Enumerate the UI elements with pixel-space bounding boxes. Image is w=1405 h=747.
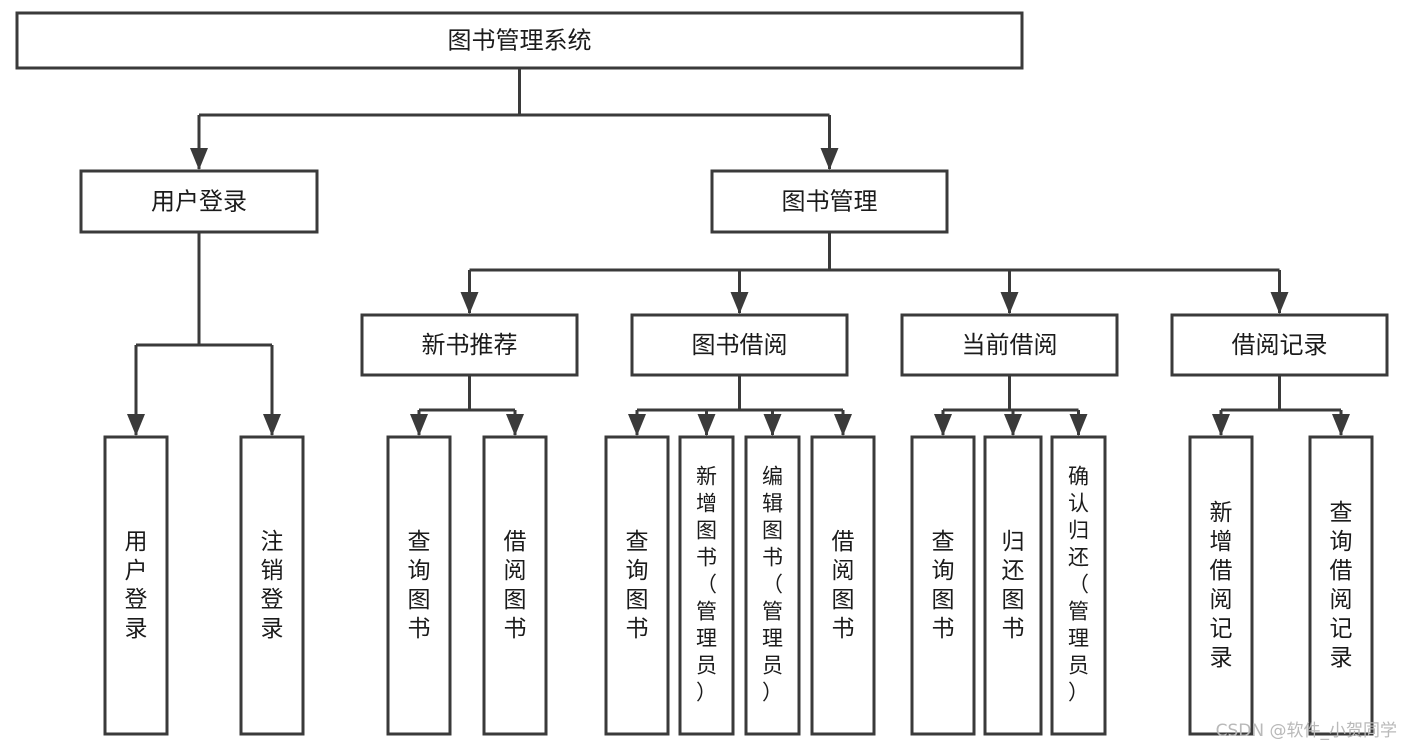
- leaf-box-rect: [239, 435, 305, 736]
- node-label: 查询图书: [408, 529, 431, 642]
- node-label: 新增借阅记录: [1210, 500, 1233, 671]
- root-box-rect: [15, 11, 1024, 70]
- level3-box-rect: [900, 313, 1119, 377]
- connectors-layer: [127, 68, 1350, 436]
- node-label: 归还图书: [1002, 529, 1025, 642]
- arrow-head-icon: [934, 414, 952, 436]
- node-leaf-add-record[interactable]: 新增借阅记录: [1188, 435, 1254, 736]
- arrow-head-icon: [1000, 292, 1019, 314]
- leaf-box-rect: [1050, 435, 1107, 736]
- node-leaf-query-book-3[interactable]: 查询图书: [910, 435, 976, 736]
- node-label: 借阅图书: [832, 529, 855, 642]
- leaf-box-rect: [1308, 435, 1374, 736]
- node-new-book-rec[interactable]: 新书推荐: [360, 313, 579, 377]
- arrow-head-icon: [1270, 292, 1289, 314]
- level2-box-rect: [710, 169, 949, 234]
- node-label: 编辑图书（管理员）: [762, 465, 783, 705]
- leaf-box-rect: [386, 435, 452, 736]
- level3-box-rect: [630, 313, 849, 377]
- node-label: 新增图书（管理员）: [696, 465, 717, 705]
- leaf-box-rect: [1188, 435, 1254, 736]
- level3-box-rect: [1170, 313, 1389, 377]
- node-leaf-query-book-1[interactable]: 查询图书: [386, 435, 452, 736]
- arrow-head-icon: [820, 148, 839, 170]
- arrow-head-icon: [1212, 414, 1230, 436]
- node-label: 借阅记录: [1232, 331, 1328, 359]
- node-root[interactable]: 图书管理系统: [15, 11, 1024, 70]
- arrow-head-icon: [506, 414, 524, 436]
- arrow-head-icon: [763, 414, 782, 436]
- node-leaf-confirm-return[interactable]: 确认归还（管理员）: [1050, 435, 1107, 736]
- arrow-head-icon: [410, 414, 428, 436]
- leaf-box-rect: [604, 435, 670, 736]
- nodes-layer: 图书管理系统用户登录图书管理新书推荐图书借阅当前借阅借阅记录用户登录注销登录查询…: [15, 11, 1389, 736]
- level2-box-rect: [79, 169, 319, 234]
- node-leaf-add-book[interactable]: 新增图书（管理员）: [678, 435, 735, 736]
- node-leaf-borrow-book-1[interactable]: 借阅图书: [482, 435, 548, 736]
- node-label: 用户登录: [151, 188, 247, 216]
- node-book-borrow[interactable]: 图书借阅: [630, 313, 849, 377]
- leaf-box-rect: [482, 435, 548, 736]
- arrow-head-icon: [628, 414, 646, 436]
- arrow-head-icon: [730, 292, 749, 314]
- arrow-head-icon: [834, 414, 852, 436]
- node-leaf-user-login[interactable]: 用户登录: [103, 435, 169, 736]
- node-label: 注销登录: [261, 529, 284, 642]
- arrow-head-icon: [190, 148, 208, 170]
- node-current-borrow[interactable]: 当前借阅: [900, 313, 1119, 377]
- csdn-watermark: CSDN @软件_小贺同学: [1215, 721, 1397, 741]
- arrow-head-icon: [127, 414, 145, 436]
- node-leaf-query-book-2[interactable]: 查询图书: [604, 435, 670, 736]
- leaf-box-rect: [910, 435, 976, 736]
- node-label: 用户登录: [125, 529, 148, 642]
- leaf-box-rect: [678, 435, 735, 736]
- node-leaf-borrow-book-2[interactable]: 借阅图书: [810, 435, 876, 736]
- node-leaf-edit-book[interactable]: 编辑图书（管理员）: [744, 435, 801, 736]
- node-label: 查询借阅记录: [1330, 500, 1353, 671]
- level3-box-rect: [360, 313, 579, 377]
- leaf-box-rect: [810, 435, 876, 736]
- node-borrow-record[interactable]: 借阅记录: [1170, 313, 1389, 377]
- arrow-head-icon: [1004, 414, 1022, 436]
- node-label: 图书管理: [782, 188, 878, 216]
- node-user-login[interactable]: 用户登录: [79, 169, 319, 234]
- node-label: 新书推荐: [422, 331, 518, 359]
- arrow-head-icon: [1332, 414, 1350, 436]
- node-label: 图书借阅: [692, 331, 788, 359]
- node-label: 借阅图书: [504, 529, 527, 642]
- node-label: 确认归还（管理员）: [1068, 465, 1089, 705]
- leaf-box-rect: [744, 435, 801, 736]
- node-label: 查询图书: [932, 529, 955, 642]
- arrow-head-icon: [697, 414, 716, 436]
- leaf-box-rect: [983, 435, 1043, 736]
- node-label: 查询图书: [626, 529, 649, 642]
- node-label: 图书管理系统: [448, 27, 592, 55]
- node-leaf-logout[interactable]: 注销登录: [239, 435, 305, 736]
- leaf-box-rect: [103, 435, 169, 736]
- arrow-head-icon: [1069, 414, 1088, 436]
- arrow-head-icon: [460, 292, 479, 314]
- node-leaf-return-book[interactable]: 归还图书: [983, 435, 1043, 736]
- node-label: 当前借阅: [962, 331, 1058, 359]
- node-leaf-query-record[interactable]: 查询借阅记录: [1308, 435, 1374, 736]
- arrow-head-icon: [263, 414, 281, 436]
- node-book-manage[interactable]: 图书管理: [710, 169, 949, 234]
